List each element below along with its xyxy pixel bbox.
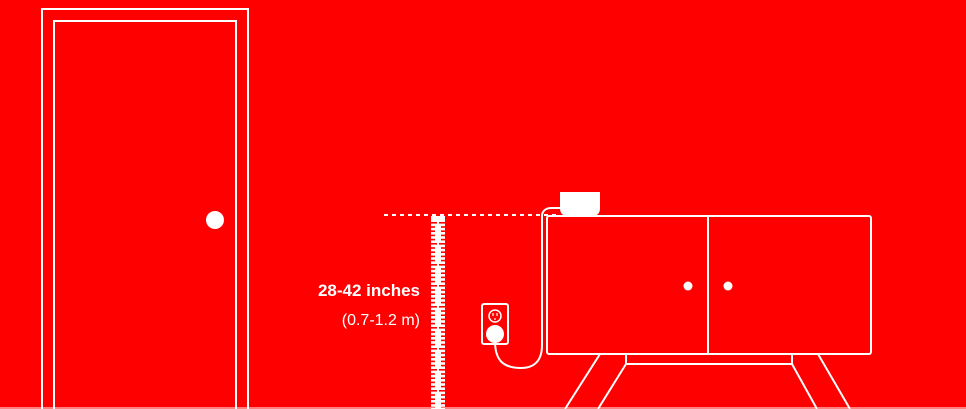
tape-tick bbox=[439, 243, 445, 245]
tape-tick bbox=[431, 394, 435, 396]
sideboard-cabinet-icon bbox=[547, 216, 871, 409]
tape-tick bbox=[431, 239, 435, 241]
tape-tick bbox=[441, 277, 445, 279]
tape-tick bbox=[441, 356, 445, 358]
tape-tick bbox=[441, 365, 445, 367]
tape-tick bbox=[439, 285, 445, 287]
tape-tick bbox=[439, 369, 445, 371]
tape-tick bbox=[431, 340, 435, 342]
tape-tick bbox=[441, 239, 445, 241]
tape-tick bbox=[441, 289, 445, 291]
tape-tick bbox=[439, 264, 445, 266]
tape-tick bbox=[431, 369, 437, 371]
tape-tick bbox=[431, 302, 435, 304]
height-label-secondary: (0.7-1.2 m) bbox=[342, 311, 420, 331]
door-icon bbox=[42, 9, 248, 409]
tape-tick bbox=[431, 247, 435, 249]
tape-tick bbox=[431, 361, 435, 363]
tape-tick bbox=[431, 377, 435, 379]
height-label-primary: 28-42 inches bbox=[318, 281, 420, 301]
tape-tick bbox=[439, 348, 445, 350]
tape-tick bbox=[431, 352, 435, 354]
tape-tick bbox=[441, 251, 445, 253]
measuring-tape-icon bbox=[431, 216, 445, 409]
tape-tick bbox=[439, 222, 445, 224]
tape-tick bbox=[431, 222, 437, 224]
tape-tick bbox=[431, 226, 435, 228]
tape-tick bbox=[431, 285, 437, 287]
wall-outlet-icon bbox=[482, 304, 508, 344]
tape-tick bbox=[441, 344, 445, 346]
tape-tick bbox=[431, 373, 435, 375]
tape-tick bbox=[441, 310, 445, 312]
tape-tick bbox=[431, 319, 435, 321]
tape-tick bbox=[431, 306, 437, 308]
tape-tick bbox=[431, 281, 435, 283]
tape-tick bbox=[441, 373, 445, 375]
tape-tick bbox=[431, 293, 435, 295]
tape-tick bbox=[441, 260, 445, 262]
tape-tick bbox=[431, 268, 435, 270]
tape-tick bbox=[441, 314, 445, 316]
tape-tick bbox=[441, 386, 445, 388]
tape-tick bbox=[431, 390, 437, 392]
tape-tick bbox=[441, 319, 445, 321]
tape-tick bbox=[431, 348, 437, 350]
tape-tick bbox=[431, 327, 437, 329]
tape-tick bbox=[431, 298, 435, 300]
tape-tick bbox=[431, 386, 435, 388]
tape-tick bbox=[431, 310, 435, 312]
tape-tick bbox=[441, 377, 445, 379]
tape-tick bbox=[441, 352, 445, 354]
tape-tick bbox=[441, 382, 445, 384]
tape-tick bbox=[441, 247, 445, 249]
tape-tick bbox=[441, 256, 445, 258]
tape-tick bbox=[431, 243, 437, 245]
tape-tick bbox=[431, 289, 435, 291]
smart-speaker-device-icon bbox=[560, 192, 600, 216]
tape-tick bbox=[431, 256, 435, 258]
tape-tick bbox=[431, 344, 435, 346]
tape-tick bbox=[439, 306, 445, 308]
cabinet-knob-icon bbox=[724, 282, 733, 291]
tape-tick bbox=[431, 403, 435, 405]
tape-tick bbox=[431, 331, 435, 333]
tape-tick bbox=[431, 235, 435, 237]
tape-tick bbox=[431, 272, 435, 274]
tape-tick bbox=[441, 340, 445, 342]
tape-tick bbox=[441, 323, 445, 325]
tape-tick bbox=[441, 302, 445, 304]
tape-tick bbox=[431, 260, 435, 262]
tape-tick bbox=[431, 323, 435, 325]
tape-tick bbox=[441, 398, 445, 400]
tape-tick bbox=[431, 382, 435, 384]
tape-tick bbox=[441, 293, 445, 295]
tape-tick bbox=[431, 356, 435, 358]
tape-tick bbox=[441, 226, 445, 228]
tape-tick bbox=[431, 314, 435, 316]
tape-tick bbox=[431, 277, 435, 279]
tape-tick bbox=[439, 390, 445, 392]
tape-tick bbox=[431, 335, 435, 337]
tape-tick bbox=[441, 268, 445, 270]
tape-tick bbox=[441, 281, 445, 283]
tape-tick bbox=[431, 230, 435, 232]
tape-tick bbox=[441, 361, 445, 363]
tape-tick bbox=[441, 298, 445, 300]
tape-tick bbox=[441, 331, 445, 333]
tape-tick bbox=[441, 235, 445, 237]
tape-tick bbox=[441, 403, 445, 405]
tape-tick bbox=[441, 230, 445, 232]
tape-tick bbox=[441, 394, 445, 396]
cabinet-knob-icon bbox=[684, 282, 693, 291]
door-knob-icon bbox=[206, 211, 224, 229]
tape-tick bbox=[431, 251, 435, 253]
tape-tick bbox=[431, 365, 435, 367]
tape-tick bbox=[441, 335, 445, 337]
tape-tick bbox=[439, 327, 445, 329]
tape-tick bbox=[441, 272, 445, 274]
tape-tick bbox=[431, 264, 437, 266]
tape-tick bbox=[431, 398, 435, 400]
